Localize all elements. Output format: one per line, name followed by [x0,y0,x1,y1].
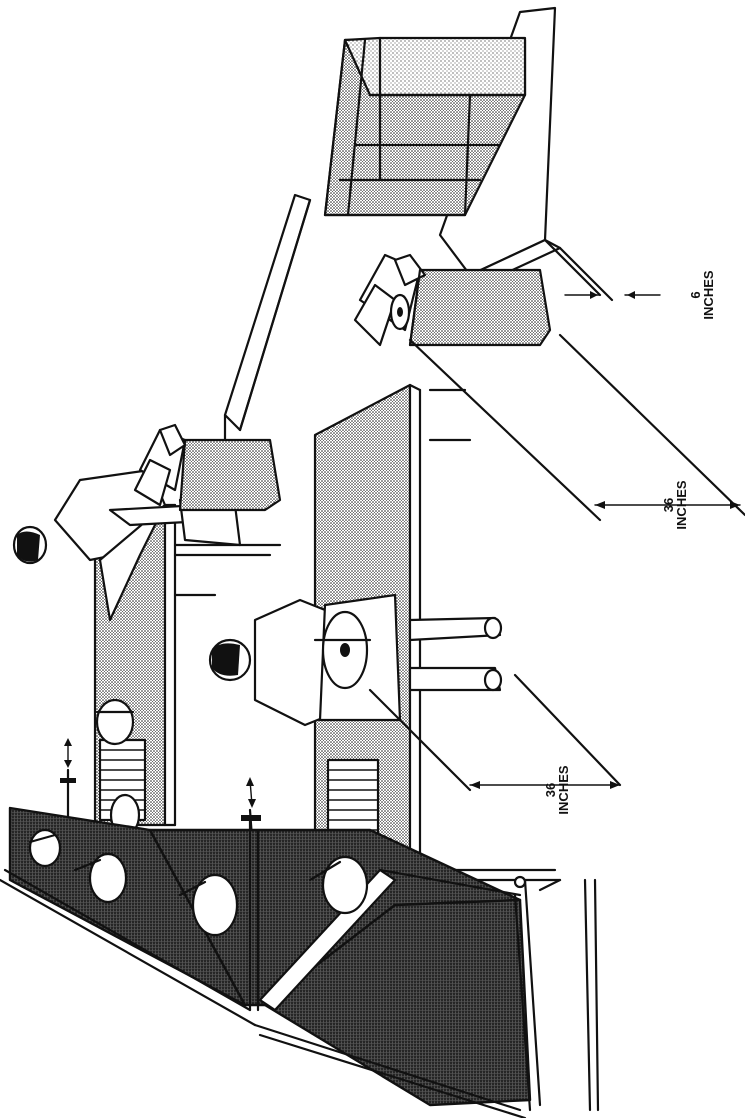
label-36-carton-value: 36 [661,498,676,512]
label-6-pallet-unit: INCHES [701,270,716,319]
roll-on-upper-conveyor [95,698,135,746]
rack-roll-3 [191,873,239,937]
rack-roll-2 [88,852,128,904]
carton-flap-top [393,253,427,287]
upper-table [223,193,312,462]
rack-front-deck [263,898,532,1107]
worker-center [208,593,503,727]
label-6-pallet: 6 INCHES [688,270,716,319]
label-36-table-unit: INCHES [556,765,571,814]
carton-middle-body [178,438,282,512]
label-36-carton-unit: INCHES [674,480,689,529]
dimension-36-table [368,673,622,792]
upper-table-top [223,193,312,432]
inclined-roll-rack [0,806,600,1118]
open-carton-middle [133,423,282,512]
rack-roll-4 [321,855,369,915]
label-36-table-value: 36 [543,783,558,797]
dimension-36-carton [408,333,745,522]
label-36-table: 36 INCHES [543,765,571,814]
carton-body [408,268,552,347]
dimension-6-pallet [564,291,661,299]
pallet-stack [323,6,614,302]
label-36-carton: 36 INCHES [661,480,689,529]
open-carton-right [353,253,552,347]
label-6-pallet-value: 6 [688,291,703,298]
